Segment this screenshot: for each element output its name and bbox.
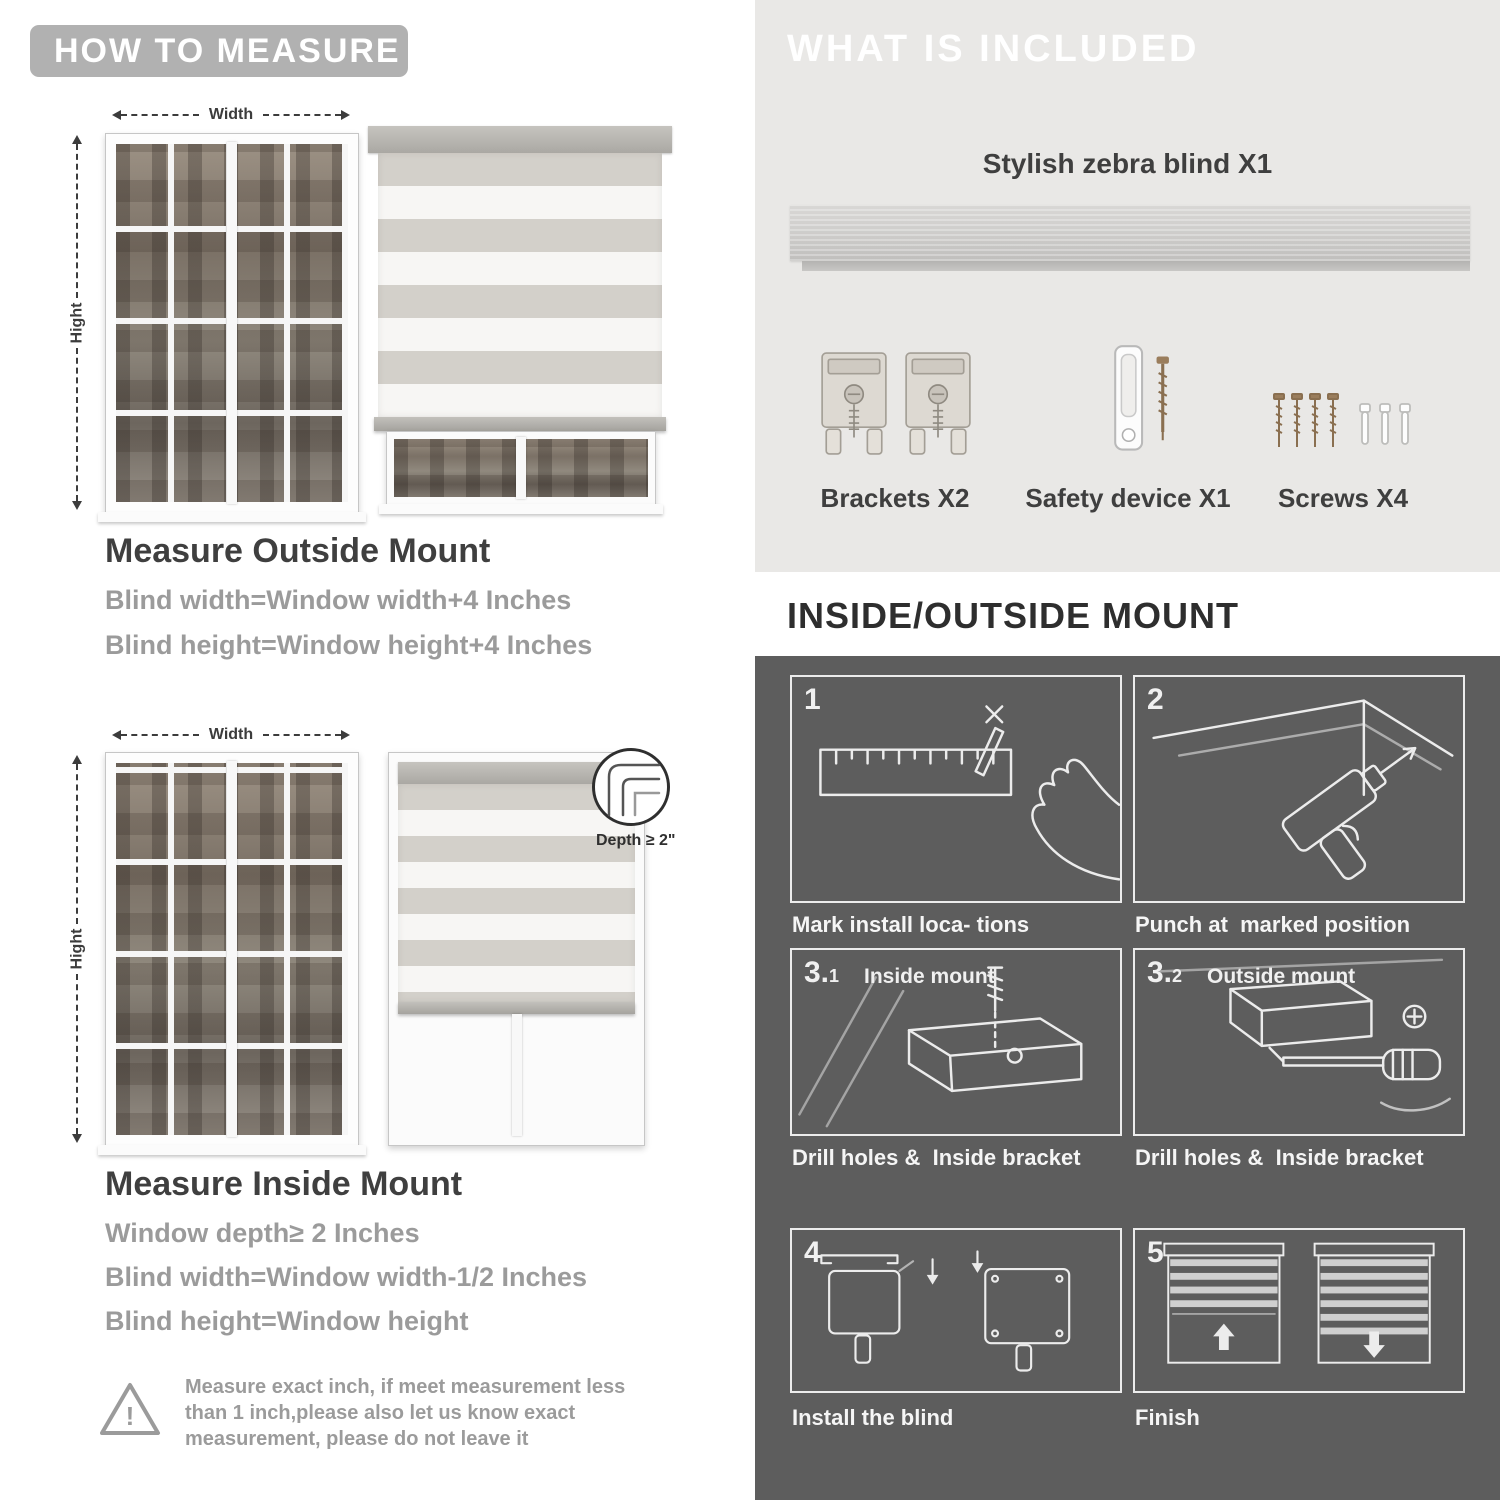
depth-corner-detail-icon [607,763,661,817]
step-number: 3. [1147,956,1173,989]
window-below-blind [379,431,663,514]
window-photo-illustration [98,133,366,522]
arrow-down-icon [72,1134,82,1143]
mount-header: INSIDE/OUTSIDE MOUNT [787,595,1240,636]
note-line2: than 1 inch,please also let us know exac… [185,1402,576,1424]
zebra-blind-label: Stylish zebra blind X1 [982,148,1273,179]
inside-mount-line3: Blind height=Window height [105,1306,469,1336]
arrow-up-icon [72,135,82,144]
step-tag: Outside mount [1207,965,1356,988]
inside-mount-title: Measure Inside Mount [105,1165,463,1203]
step-number: 5 [1147,1236,1164,1269]
arrow-up-icon [72,755,82,764]
step-number: 3. [804,956,830,989]
step2-caption: Punch at marked position [1135,912,1411,937]
depth-callout-circle [592,748,670,826]
zebra-blind-outside-illustration [368,126,672,518]
step-box-4: 4 [790,1228,1122,1393]
screws-icon [1273,393,1411,447]
how-to-measure-header: HOW TO MEASURE [30,25,408,77]
step-number: 1 [804,683,821,716]
width-arrow: Width [112,726,350,744]
blind-zebra-stripes [378,153,662,417]
blind-bottom-rail [398,1002,635,1014]
arrow-down-icon [72,501,82,510]
mount-header-band [755,572,1500,656]
warning-triangle-icon [100,1383,160,1435]
zebra-blind-inside-illustration [388,752,645,1146]
arrow-right-icon [341,110,350,120]
outside-mount-line2: Blind height=Window height+4 Inches [105,630,593,660]
safety-device-label: Safety device X1 [1025,483,1231,513]
blind-headrail [368,126,672,153]
warning-icon-wrap: ! [98,1380,162,1438]
step-number-sub: 1 [829,966,840,986]
window-center-mullion [227,142,237,504]
step2-drill-illustration [1152,699,1454,880]
arrow-left-icon [112,730,121,740]
note-line1: Measure exact inch, if meet measurement … [185,1376,626,1398]
bracket-icon [905,352,971,455]
what-is-included-header: WHAT IS INCLUDED [787,28,1200,70]
what-is-included-panel [755,0,1500,572]
window-sill [98,1145,366,1155]
step-number: 4 [804,1236,821,1269]
step4-install-blind-illustration [820,1250,1071,1372]
step-number: 2 [1147,683,1164,716]
step5-finish-illustration [1163,1242,1435,1364]
exclamation-mark: ! [125,1401,135,1431]
width-arrow: Width [112,106,350,124]
height-arrow: Hight [66,135,88,510]
step-box-5: 5 [1133,1228,1465,1393]
window-sill [98,512,366,522]
height-label: Hight [68,928,85,970]
blind-zebra-stripes [398,784,635,1002]
step-tag: Inside mount [864,965,995,988]
step3-2-outside-bracket-illustration [1154,958,1451,1112]
step-box-3-2: 3.2 Outside mount [1133,948,1465,1136]
blind-bottom-rail [374,417,666,431]
step3-2-caption: Drill holes & Inside bracket [1135,1145,1424,1170]
step3-1-caption: Drill holes & Inside bracket [792,1145,1081,1170]
safety-device-icon [1114,345,1169,451]
step-box-3-1: 3.1 Inside mount [790,948,1122,1136]
step4-caption: Install the blind [792,1405,954,1430]
step5-caption: Finish [1135,1405,1200,1430]
step-number-sub: 2 [1172,966,1183,986]
blind-headrail [398,762,635,784]
height-arrow: Hight [66,755,88,1143]
window-photo-illustration [98,752,366,1155]
width-label: Width [208,726,254,743]
window-sill [379,504,663,514]
bracket-icon [821,352,887,455]
step3-1-inside-bracket-illustration [798,966,1083,1128]
step1-mark-location-illustration [819,705,1120,881]
screws-label: Screws X4 [1277,483,1409,513]
inside-mount-line2: Blind width=Window width-1/2 Inches [105,1262,588,1292]
step-box-1: 1 [790,675,1122,903]
note-line3: measurement, please do not leave it [185,1428,529,1450]
inside-mount-line1: Window depth≥ 2 Inches [105,1218,420,1248]
arrow-left-icon [112,110,121,120]
width-label: Width [208,106,254,123]
depth-label: Depth ≥ 2" [596,832,676,849]
brackets-label: Brackets X2 [820,483,970,513]
step1-caption: Mark install loca- tions [792,912,1030,937]
step-box-2: 2 [1133,675,1465,903]
zebra-blind-product-illustration [790,205,1470,271]
height-label: Hight [68,302,85,343]
outside-mount-line1: Blind width=Window width+4 Inches [105,585,572,615]
outside-mount-title: Measure Outside Mount [105,532,491,570]
arrow-right-icon [341,730,350,740]
